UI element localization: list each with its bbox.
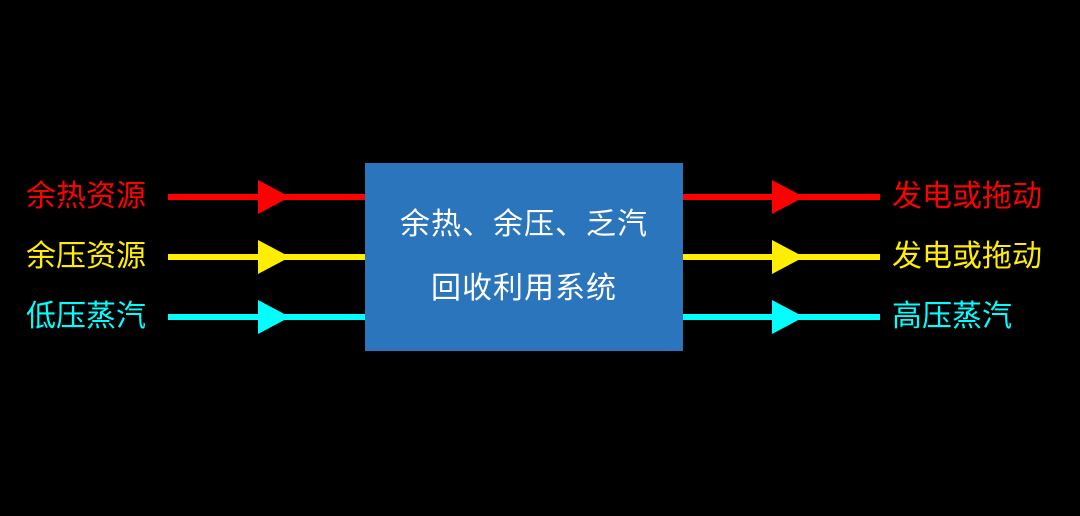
- output-arrow-pressure: [683, 240, 880, 274]
- output-label-steam: 高压蒸汽: [892, 299, 1012, 334]
- input-label-pressure: 余压资源: [26, 239, 146, 274]
- input-arrow-heat: [168, 180, 366, 214]
- recovery-system-box: 余热、余压、乏汽 回收利用系统: [365, 163, 683, 351]
- output-label-heat: 发电或拖动: [892, 179, 1042, 214]
- input-arrow-steam: [168, 300, 366, 334]
- output-arrow-heat: [683, 180, 880, 214]
- input-label-heat: 余热资源: [26, 179, 146, 214]
- output-arrow-steam: [683, 300, 880, 334]
- input-label-steam: 低压蒸汽: [26, 299, 146, 334]
- output-label-pressure: 发电或拖动: [892, 239, 1042, 274]
- input-arrow-pressure: [168, 240, 366, 274]
- system-title-line1: 余热、余压、乏汽: [400, 207, 648, 242]
- system-title-line2: 回收利用系统: [431, 271, 617, 306]
